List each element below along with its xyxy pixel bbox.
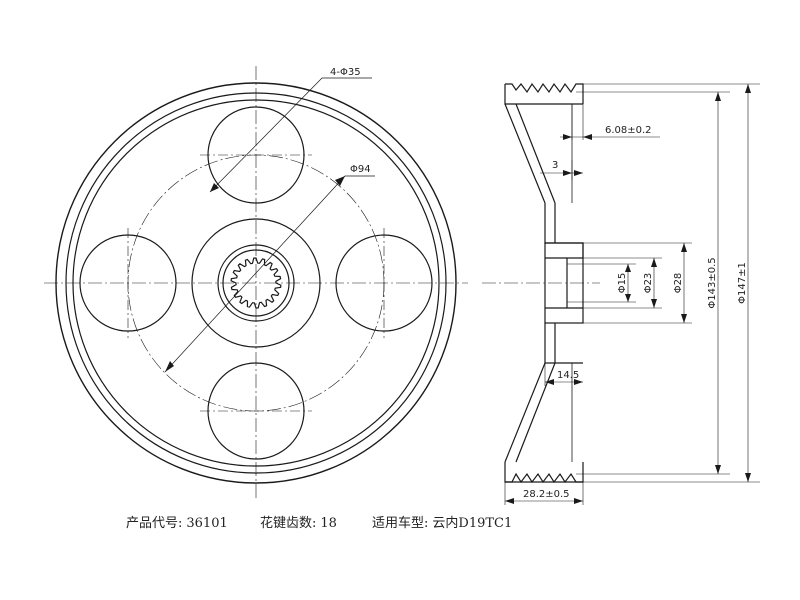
vehicle-label: 适用车型: bbox=[372, 516, 429, 531]
pcd-dim-arrow-b bbox=[165, 361, 174, 372]
side-upper-cone-outer bbox=[504, 103, 546, 204]
pcd-dim-leader bbox=[164, 175, 375, 373]
side-bottom-rim-base bbox=[504, 462, 584, 483]
hub-outer-dim-label: Φ28 bbox=[673, 273, 684, 294]
holes-dim-label: 4-Φ35 bbox=[330, 67, 361, 78]
side-hub-body bbox=[544, 242, 584, 324]
front-rim-inner-1 bbox=[65, 92, 447, 474]
hub-inner-dim-label: Φ23 bbox=[643, 273, 654, 294]
front-hub-mid bbox=[217, 244, 295, 322]
spline-teeth-value: 18 bbox=[320, 516, 337, 531]
side-top-rim bbox=[505, 82, 584, 104]
bore-dim-label: Φ15 bbox=[617, 273, 628, 294]
holes-dim-leader bbox=[209, 77, 372, 193]
caption-vehicle: 适用车型:云内D19TC1 bbox=[372, 514, 512, 534]
hub-len-dim-label: 14.5 bbox=[557, 370, 579, 381]
spline-profile bbox=[230, 257, 282, 309]
spline-teeth-label: 花键齿数: bbox=[260, 516, 317, 531]
side-upper-cone-inner bbox=[515, 103, 556, 204]
caption-spline-teeth: 花键齿数:18 bbox=[260, 514, 337, 534]
caption-product-code: 产品代号:36101 bbox=[126, 514, 228, 534]
front-spline bbox=[230, 257, 282, 309]
side-lower-cone-inner bbox=[515, 362, 556, 463]
holes-dim-arrow bbox=[210, 183, 219, 192]
side-bottom-rim bbox=[505, 472, 583, 484]
groove-width-dim-label: 6.08±0.2 bbox=[605, 125, 652, 136]
side-lower-cone-outer bbox=[504, 362, 546, 463]
vehicle-value: 云内D19TC1 bbox=[432, 516, 513, 531]
side-dimensions bbox=[504, 83, 760, 505]
front-dimensions bbox=[164, 77, 375, 373]
side-arrows bbox=[505, 84, 751, 504]
pcd-dim-arrow-a bbox=[335, 176, 345, 186]
front-view bbox=[44, 66, 468, 498]
step-dim-label: 3 bbox=[552, 160, 558, 171]
pcd-dim-label: Φ94 bbox=[350, 164, 371, 175]
product-code-value: 36101 bbox=[186, 516, 228, 531]
front-hub-inner bbox=[222, 249, 290, 317]
front-hub-outer bbox=[191, 218, 321, 348]
side-hub-lower bbox=[544, 323, 583, 364]
groove-dia-dim-label: Φ143±0.5 bbox=[707, 257, 718, 308]
side-top-rim-base bbox=[504, 84, 583, 105]
width-dim-label: 28.2±0.5 bbox=[523, 489, 570, 500]
outer-dia-dim-label: Φ147±1 bbox=[737, 262, 748, 304]
front-outer-rim bbox=[55, 82, 457, 484]
side-view bbox=[482, 82, 600, 484]
product-code-label: 产品代号: bbox=[126, 516, 183, 531]
side-hub-upper bbox=[544, 203, 584, 258]
front-rim-inner-2 bbox=[72, 99, 440, 467]
